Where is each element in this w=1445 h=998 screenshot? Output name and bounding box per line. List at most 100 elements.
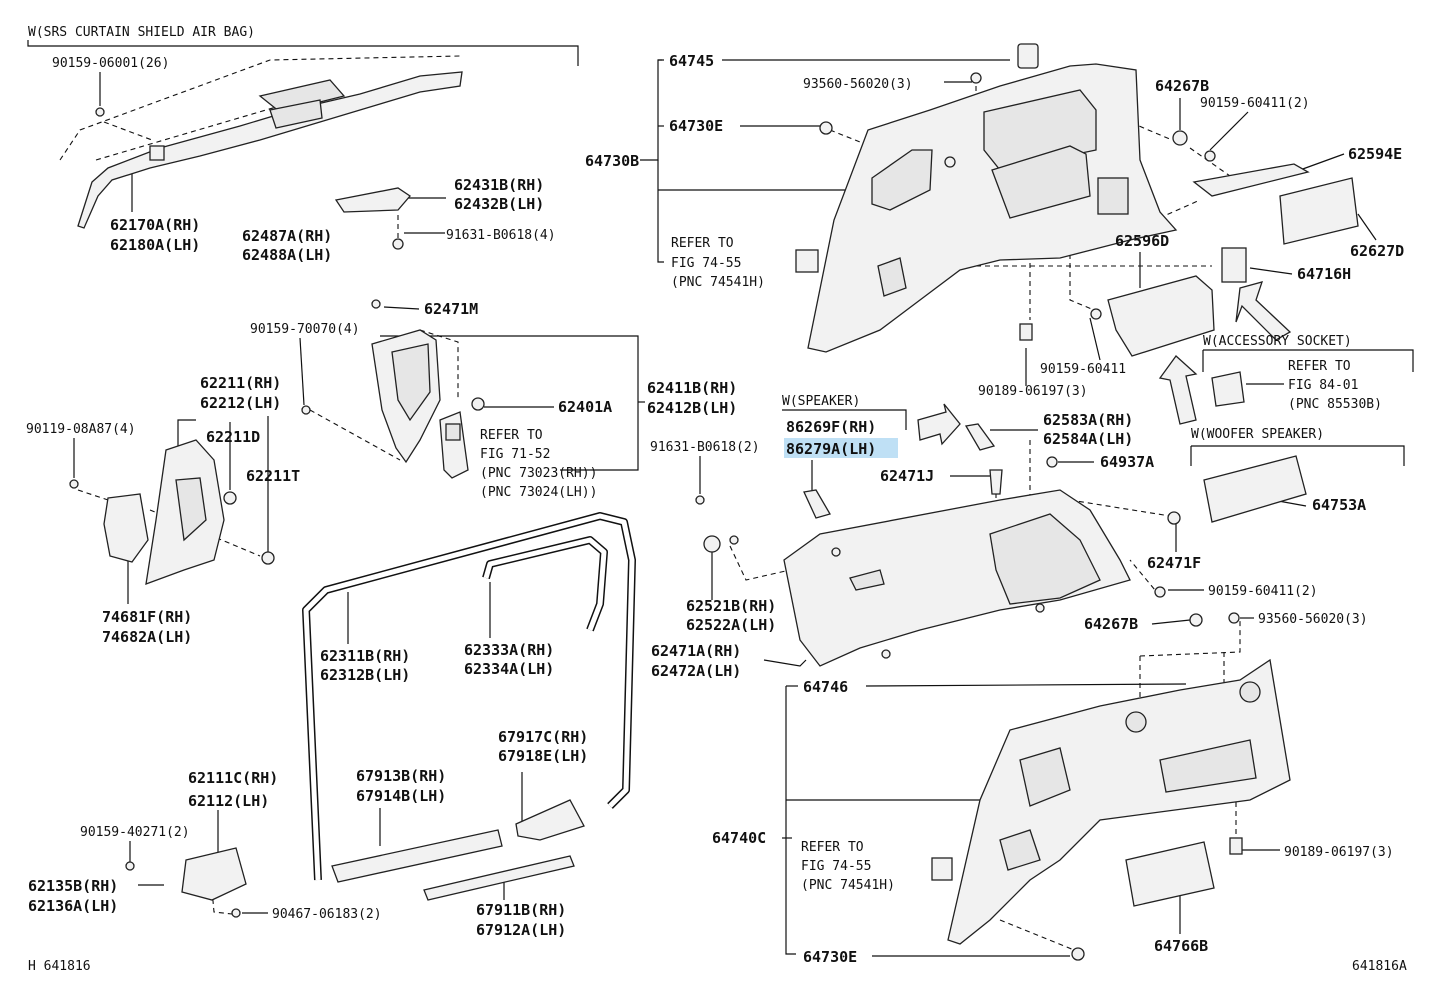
part-label: 74681F(RH) [102, 608, 192, 626]
screw-90159-40271 [125, 861, 135, 871]
part-label: 67913B(RH) [356, 767, 446, 785]
pillar-garnish-62411b [371, 329, 469, 479]
kick-panel-62111c [181, 847, 247, 901]
part-label: 90189-06197(3) [978, 384, 1088, 399]
clip-62211d [223, 491, 237, 505]
part-label: 91631-B0618(2) [650, 440, 760, 455]
leader-lines-right [640, 59, 1414, 957]
clip-90189-lower [1229, 837, 1243, 855]
part-label: 64730B [585, 152, 639, 170]
part-label: 62431B(RH) [454, 176, 544, 194]
part-label: 91631-B0618(4) [446, 228, 556, 243]
part-label: 62471F [1147, 554, 1201, 572]
part-label: 62432B(LH) [454, 195, 544, 213]
clip-90189-upper [1019, 323, 1033, 341]
part-label: 64730E [803, 948, 857, 966]
leader-lines [27, 40, 645, 914]
part-label: W(SPEAKER) [782, 394, 860, 409]
part-label: 62411B(RH) [647, 379, 737, 397]
part-label: 62135B(RH) [28, 877, 118, 895]
box-62596d [1107, 275, 1215, 357]
speaker-grille-62583a [964, 423, 996, 451]
part-label: 62522A(LH) [686, 616, 776, 634]
cover-64716h [1221, 247, 1247, 283]
part-label: 62112(LH) [188, 792, 269, 810]
part-label: REFER TO [671, 236, 734, 251]
screw-90159-70070 [301, 405, 311, 415]
clip-64267b-upper [1172, 130, 1188, 146]
part-label: 62212(LH) [200, 394, 281, 412]
part-label: 90159-60411(2) [1200, 96, 1310, 111]
part-label: 62136A(LH) [28, 897, 118, 915]
part-label: (PNC 73023(RH)) [480, 466, 597, 481]
part-label: 67912A(LH) [476, 921, 566, 939]
part-label: 62412B(LH) [647, 399, 737, 417]
part-label: 64937A [1100, 453, 1154, 471]
clip-90467 [231, 908, 241, 918]
screw-90159-60411-mid [1090, 308, 1102, 320]
clip-64730e-upper [819, 121, 833, 135]
part-label: 90159-60411 [1040, 362, 1126, 377]
part-label: H 641816 [28, 959, 91, 974]
part-label: 62583A(RH) [1043, 411, 1133, 429]
part-label: 62521B(RH) [686, 597, 776, 615]
scuff-plate-67913b [331, 829, 503, 883]
screw-90159-upper [1204, 150, 1216, 162]
clip-62471f [1167, 511, 1181, 525]
arrow-middle [1158, 355, 1198, 425]
scuff-plate-67917c [515, 799, 585, 841]
speaker-grille-86279a [803, 489, 831, 519]
clip-62211t [261, 551, 275, 565]
part-label: W(WOOFER SPEAKER) [1191, 427, 1324, 442]
clip-62521b-small [729, 535, 739, 545]
part-label: 67917C(RH) [498, 728, 588, 746]
part-label: 90189-06197(3) [1284, 845, 1394, 860]
arrow-upper [1235, 281, 1292, 341]
clip-62487a [392, 238, 404, 250]
highlight-86279a [784, 438, 898, 458]
arrow-speaker [917, 403, 961, 446]
part-label: 67911B(RH) [476, 901, 566, 919]
part-label: 62211D [206, 428, 260, 446]
part-label: 62596D [1115, 232, 1169, 250]
part-label: 64730E [669, 117, 723, 135]
part-label: 62584A(LH) [1043, 430, 1133, 448]
part-label: W(ACCESSORY SOCKET) [1203, 334, 1352, 349]
part-label: 90159-06001(26) [52, 56, 169, 71]
back-garnish-62471a [783, 489, 1131, 667]
clip-64937a [1046, 456, 1058, 468]
part-label: 74682A(LH) [102, 628, 192, 646]
screw-93560-upper [970, 72, 982, 84]
part-label: 62401A [558, 398, 612, 416]
part-label: (PNC 74541H) [801, 878, 895, 893]
screw-90159-lower [1154, 586, 1166, 598]
weatherstrip-62311b [302, 512, 636, 881]
part-label: 62334A(LH) [464, 660, 554, 678]
part-label: 86279A(LH) [786, 440, 876, 458]
part-label: 62312B(LH) [320, 666, 410, 684]
part-label: 62471M [424, 300, 478, 318]
quarter-panel-64740c [947, 658, 1291, 945]
clip-64730e-lower [1071, 947, 1085, 961]
part-label: 62111C(RH) [188, 769, 278, 787]
part-label: 62211T [246, 467, 300, 485]
screw-93560-lower [1228, 612, 1240, 624]
part-label: (PNC 85530B) [1288, 397, 1382, 412]
part-label: 64716H [1297, 265, 1351, 283]
part-label: 90159-60411(2) [1208, 584, 1318, 599]
pillar-garnish-62211 [145, 439, 225, 585]
clip-64267b-lower [1189, 613, 1203, 627]
part-label: 64746 [803, 678, 848, 696]
part-label: 62472A(LH) [651, 662, 741, 680]
screw-90159-06001 [95, 107, 105, 117]
clip-62521b-big [703, 535, 721, 553]
scuff-plate-67911b [423, 855, 575, 901]
part-label: 62471A(RH) [651, 642, 741, 660]
part-label: 93560-56020(3) [803, 77, 913, 92]
part-label: 67914B(LH) [356, 787, 446, 805]
screw-62471m [371, 299, 381, 309]
clip-62401a [471, 397, 485, 411]
part-label: FIG 71-52 [480, 447, 550, 462]
part-label: 64753A [1312, 496, 1366, 514]
part-label: 64267B [1155, 77, 1209, 95]
